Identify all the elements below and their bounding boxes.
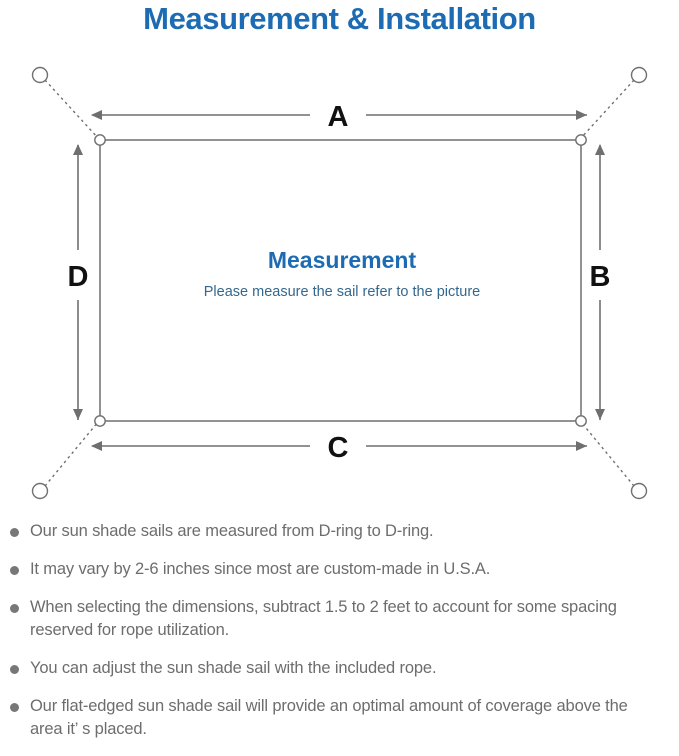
bullet-icon xyxy=(10,703,19,712)
page-root: Measurement & Installation xyxy=(0,1,679,738)
d-ring-bottom-right xyxy=(575,415,587,427)
note-text: You can adjust the sun shade sail with t… xyxy=(30,659,437,677)
bullet-icon xyxy=(10,604,19,613)
d-ring-top-left xyxy=(94,134,106,146)
anchor-point-top-right xyxy=(630,66,648,84)
rope-bottom-right xyxy=(580,421,635,487)
notes-list: Our sun shade sails are measured from D-… xyxy=(0,520,679,756)
bullet-icon xyxy=(10,528,19,537)
list-item: When selecting the dimensions, subtract … xyxy=(0,596,679,642)
dimension-label-a: A xyxy=(328,101,349,133)
list-item: Our sun shade sails are measured from D-… xyxy=(0,520,679,543)
anchor-point-bottom-left xyxy=(31,482,49,500)
note-text: Our flat-edged sun shade sail will provi… xyxy=(30,697,628,738)
rope-top-left xyxy=(44,79,99,139)
note-text: Our sun shade sails are measured from D-… xyxy=(30,522,434,540)
bullet-icon xyxy=(10,665,19,674)
rope-bottom-left xyxy=(44,421,99,487)
note-text: When selecting the dimensions, subtract … xyxy=(30,598,617,639)
dimension-label-b: B xyxy=(590,261,611,293)
sail-center-subtitle: Please measure the sail refer to the pic… xyxy=(204,284,480,300)
list-item: You can adjust the sun shade sail with t… xyxy=(0,657,679,680)
dimension-label-c: C xyxy=(328,432,349,464)
list-item: Our flat-edged sun shade sail will provi… xyxy=(0,695,679,741)
page-title: Measurement & Installation xyxy=(143,1,536,36)
anchor-point-bottom-right xyxy=(630,482,648,500)
sail-diagram: A C D B Measurement Please measure the s… xyxy=(0,50,679,510)
list-item: It may vary by 2-6 inches since most are… xyxy=(0,558,679,581)
rope-top-right xyxy=(580,79,635,139)
bullet-icon xyxy=(10,566,19,575)
d-ring-top-right xyxy=(575,134,587,146)
sail-center-title: Measurement xyxy=(268,247,417,273)
sail-diagram-svg: A C D B Measurement Please measure the s… xyxy=(31,66,648,500)
anchor-point-top-left xyxy=(31,66,49,84)
note-text: It may vary by 2-6 inches since most are… xyxy=(30,560,491,578)
dimension-label-d: D xyxy=(68,261,89,293)
d-ring-bottom-left xyxy=(94,415,106,427)
sail-body xyxy=(99,139,582,422)
